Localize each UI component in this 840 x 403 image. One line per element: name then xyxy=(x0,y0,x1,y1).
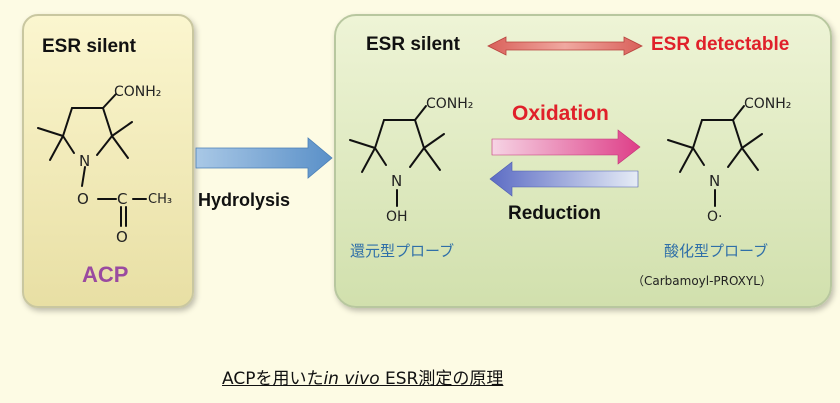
caption-part1: ACPを用いた xyxy=(222,369,324,389)
esr-silent-header: ESR silent xyxy=(366,34,460,55)
redox-panel xyxy=(334,14,832,308)
acp-atom-o: O xyxy=(77,190,89,208)
acp-label: ACP xyxy=(82,262,129,287)
acp-conh2: CONH₂ xyxy=(114,84,162,100)
figure-caption: ACPを用いたin vivo ESR測定の原理 xyxy=(222,364,503,389)
reduced-probe-caption: 還元型プローブ xyxy=(350,242,455,260)
caption-part2: in vivo xyxy=(323,369,380,389)
reduced-oh: OH xyxy=(386,209,408,225)
hydrolysis-arrow xyxy=(195,137,333,179)
acp-atom-n: N xyxy=(79,152,91,170)
oxidation-arrow xyxy=(491,129,641,165)
acp-structure xyxy=(37,93,147,227)
oxidized-probe-subcaption: （Carbamoyl-PROXYL） xyxy=(632,274,772,288)
acp-atom-c: C xyxy=(117,190,128,208)
oxidized-o-radical: O· xyxy=(707,209,723,225)
esr-detectable-header: ESR detectable xyxy=(651,34,790,55)
hydrolysis-label: Hydrolysis xyxy=(198,190,291,210)
oxidized-structure xyxy=(667,105,763,207)
header-double-arrow xyxy=(487,36,643,56)
oxidation-label: Oxidation xyxy=(512,102,609,125)
caption-part3: ESR測定の原理 xyxy=(379,369,504,389)
reduced-atom-n: N xyxy=(391,172,403,190)
reduction-label: Reduction xyxy=(508,203,601,224)
oxidized-conh2: CONH₂ xyxy=(744,96,792,112)
acp-panel xyxy=(22,14,194,308)
acp-carbonyl-o: O xyxy=(116,228,128,246)
acp-header: ESR silent xyxy=(42,36,136,57)
acp-ch3: CH₃ xyxy=(148,192,173,207)
reduced-conh2: CONH₂ xyxy=(426,96,474,112)
reduced-structure xyxy=(349,105,445,207)
reduction-arrow xyxy=(489,161,639,197)
oxidized-atom-n: N xyxy=(709,172,721,190)
oxidized-probe-caption: 酸化型プローブ xyxy=(664,242,769,260)
